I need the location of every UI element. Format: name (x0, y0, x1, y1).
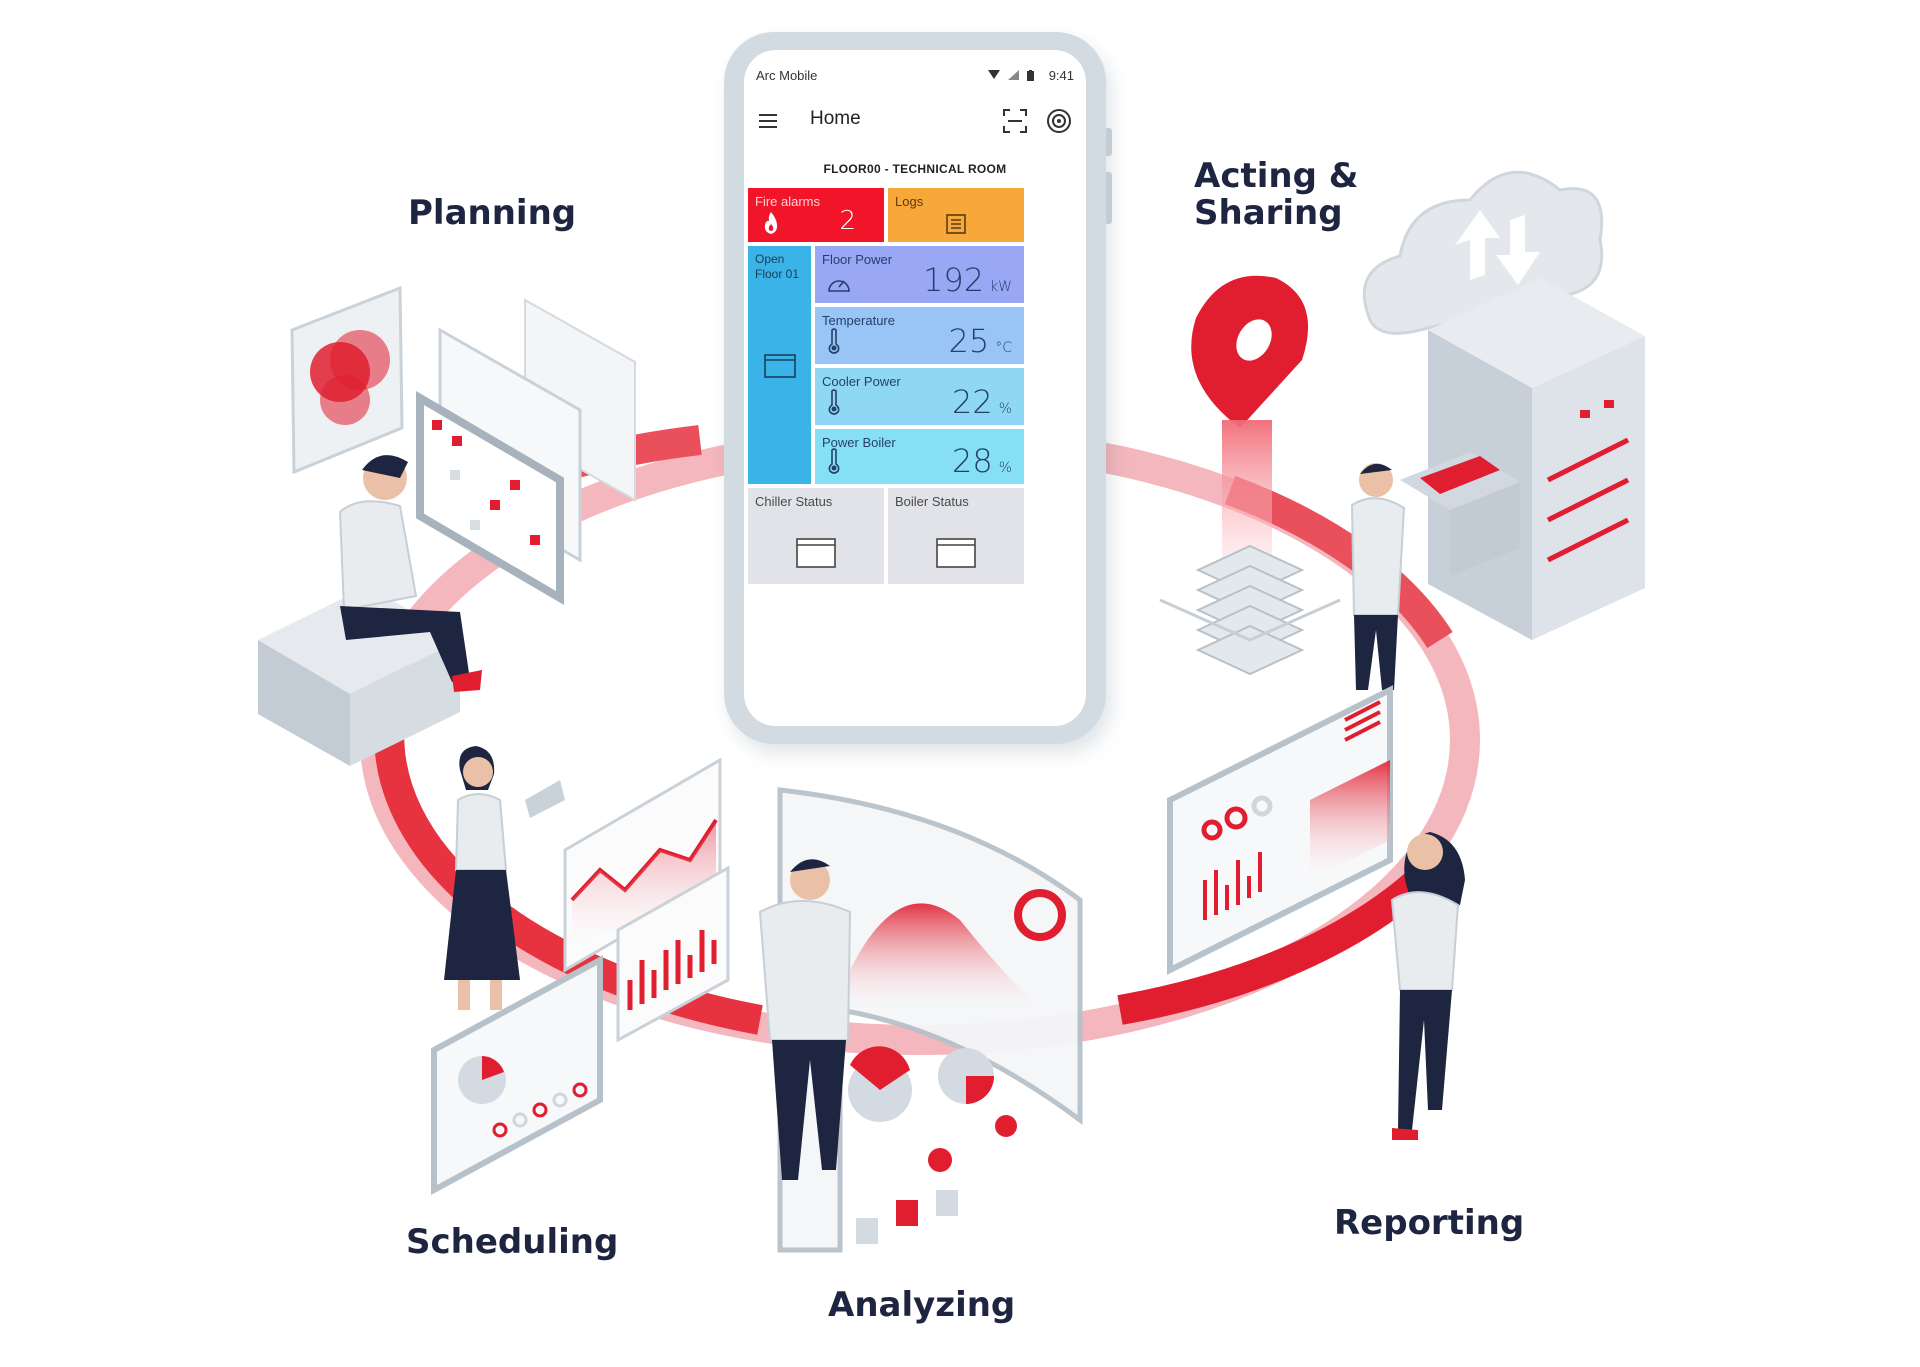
tile-open-floor-label: Open Floor 01 (755, 252, 800, 281)
tile-power-boiler-label: Power Boiler (822, 435, 896, 450)
stage-label-reporting: Reporting (1334, 1203, 1525, 1243)
tile-fire-alarms-label: Fire alarms (755, 194, 821, 209)
scan-icon[interactable] (1002, 108, 1028, 134)
tile-power-boiler-unit: % (998, 460, 1012, 476)
wifi-icon (988, 70, 1000, 79)
tile-cooler-power[interactable]: Cooler Power 22% (815, 368, 1024, 425)
tile-floor-power[interactable]: Floor Power 192 kW (815, 246, 1024, 303)
status-bar: Arc Mobile 9:41 (756, 68, 1074, 86)
thermometer-icon (828, 389, 840, 415)
tile-cooler-power-label: Cooler Power (822, 374, 901, 389)
tile-temperature-label: Temperature (822, 313, 895, 328)
status-icons (988, 70, 1034, 81)
stage-label-planning: Planning (408, 193, 577, 233)
stage-label-sharing-line: Sharing (1194, 193, 1343, 233)
tile-logs[interactable]: Logs (888, 188, 1024, 242)
tile-floor-power-unit: kW (990, 279, 1012, 295)
tile-cooler-power-number: 22 (951, 383, 993, 421)
tile-cooler-power-unit: % (998, 401, 1012, 417)
location-title: FLOOR00 - TECHNICAL ROOM (823, 162, 1007, 176)
stage-label-scheduling: Scheduling (406, 1222, 619, 1262)
tile-boiler-status[interactable]: Boiler Status (888, 488, 1024, 584)
tile-floor-power-value: 192 kW (923, 261, 1012, 299)
analyzing-illustration (758, 787, 1083, 1253)
app-bar: Home (744, 102, 1086, 142)
reporting-illustration (1167, 685, 1465, 1140)
window-icon (764, 354, 796, 378)
acting-sharing-illustration (1159, 170, 1645, 690)
tile-power-boiler[interactable]: Power Boiler 28% (815, 429, 1024, 484)
tile-temperature-number: 25 (948, 322, 990, 360)
tile-temperature[interactable]: Temperature 25 °C (815, 307, 1024, 364)
nfc-icon[interactable] (1046, 108, 1072, 134)
tile-power-boiler-value: 28% (952, 442, 1012, 480)
stage-label-analyzing: Analyzing (828, 1285, 1016, 1325)
phone-mockup: Arc Mobile 9:41 Home FLOOR00 - (724, 32, 1112, 744)
stage-label-acting-sharing: Acting & Sharing (1194, 158, 1358, 232)
tile-chiller-status-label: Chiller Status (755, 494, 833, 509)
tile-boiler-status-label: Boiler Status (895, 494, 969, 509)
status-carrier: Arc Mobile (756, 68, 818, 83)
phone-side-button (1106, 172, 1112, 224)
window-icon (796, 538, 836, 568)
flame-icon (764, 212, 778, 234)
gauge-icon (828, 280, 850, 292)
window-icon (936, 538, 976, 568)
phone-screen: Arc Mobile 9:41 Home FLOOR00 - (744, 50, 1086, 726)
tile-cooler-power-value: 22% (952, 383, 1012, 421)
tile-floor-power-label: Floor Power (822, 252, 893, 267)
stage-label-acting-line: Acting & (1194, 156, 1359, 196)
tile-open-floor[interactable]: Open Floor 01 (748, 246, 811, 484)
tile-temperature-value: 25 °C (949, 322, 1013, 360)
status-time: 9:41 (1048, 68, 1074, 83)
scheduling-illustration (431, 746, 730, 1196)
tile-chiller-status[interactable]: Chiller Status (748, 488, 884, 584)
phone-side-button (1106, 128, 1112, 156)
tile-logs-label: Logs (895, 194, 924, 209)
list-icon (946, 214, 966, 234)
menu-icon[interactable] (758, 110, 780, 132)
thermometer-icon (828, 328, 840, 354)
tile-floor-power-number: 192 (922, 261, 985, 299)
page-title: Home (810, 108, 861, 129)
tile-power-boiler-number: 28 (951, 442, 993, 480)
tile-fire-alarms-value: 2 (839, 206, 856, 236)
thermometer-icon (828, 448, 840, 474)
tile-temperature-unit: °C (995, 340, 1012, 356)
tile-fire-alarms[interactable]: Fire alarms 2 (748, 188, 884, 242)
signal-icon (1008, 70, 1019, 80)
battery-icon (1027, 70, 1034, 81)
planning-illustration (258, 285, 636, 766)
